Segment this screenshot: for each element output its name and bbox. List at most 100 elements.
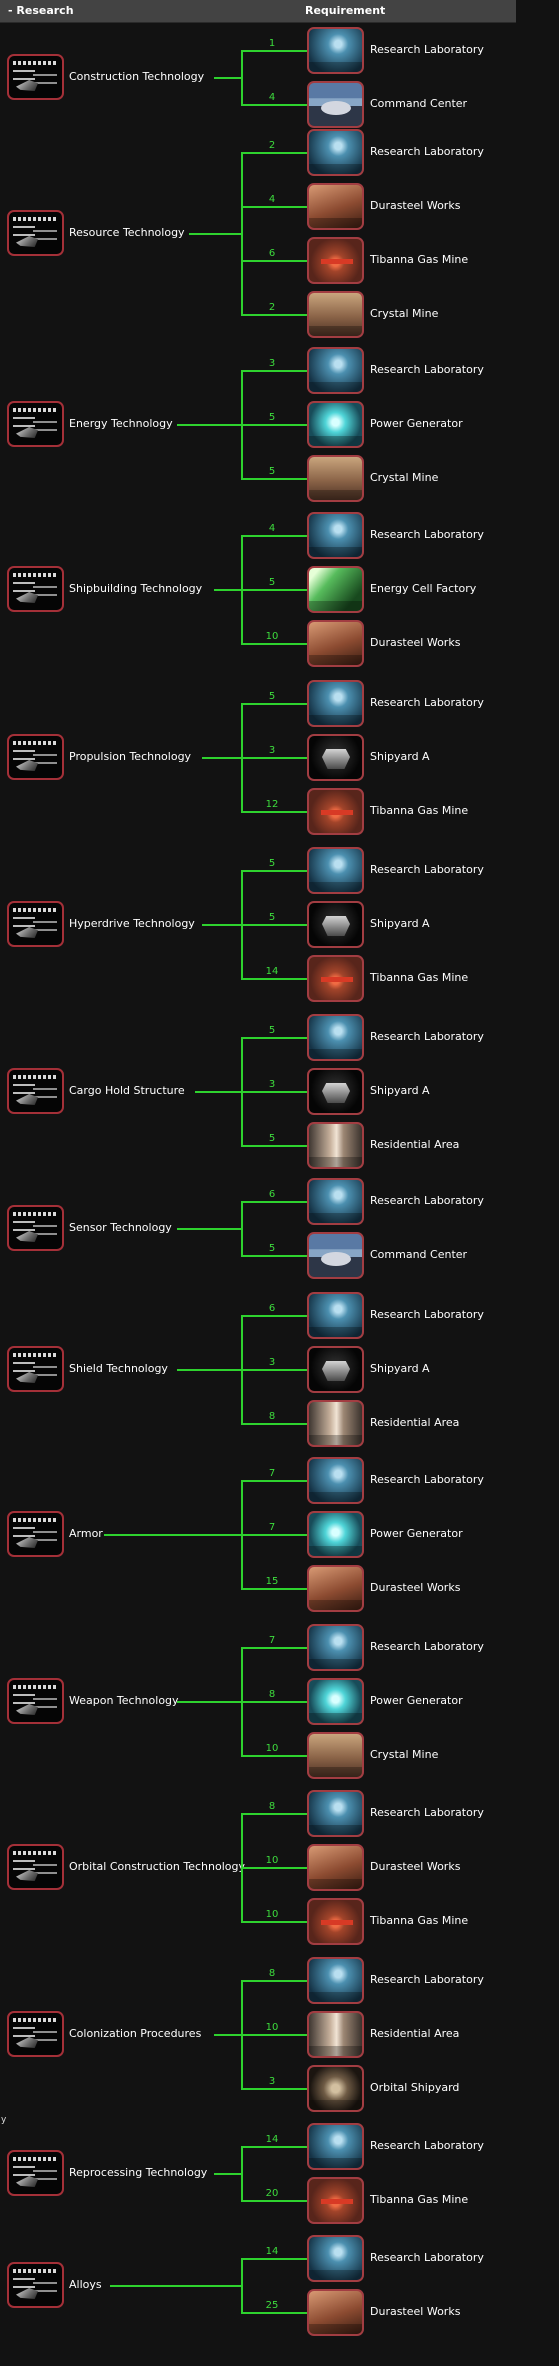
research-laboratory-icon[interactable] xyxy=(307,27,364,74)
tibanna-gas-mine-icon[interactable] xyxy=(307,2177,364,2224)
research-column-header[interactable]: - Research xyxy=(8,4,74,17)
durasteel-works-icon[interactable] xyxy=(307,620,364,667)
power-generator-icon[interactable] xyxy=(307,401,364,448)
durasteel-works-icon[interactable] xyxy=(307,1844,364,1891)
requirement-name[interactable]: Residential Area xyxy=(370,1138,460,1151)
requirement-name[interactable]: Research Laboratory xyxy=(370,528,484,541)
crystal-mine-icon[interactable] xyxy=(307,1732,364,1779)
research-laboratory-icon[interactable] xyxy=(307,1790,364,1837)
requirement-name[interactable]: Command Center xyxy=(370,1248,468,1261)
command-center-icon[interactable] xyxy=(307,1232,364,1279)
tibanna-gas-mine-icon[interactable] xyxy=(307,1898,364,1945)
requirement-name[interactable]: Research Laboratory xyxy=(370,696,484,709)
research-icon[interactable] xyxy=(7,1678,64,1724)
residential-area-icon[interactable] xyxy=(307,2011,364,2058)
research-name[interactable]: Reprocessing Technology xyxy=(69,2166,208,2179)
research-name[interactable]: Cargo Hold Structure xyxy=(69,1084,185,1097)
requirement-name[interactable]: Durasteel Works xyxy=(370,636,461,649)
research-name[interactable]: Resource Technology xyxy=(69,226,185,239)
energy-cell-factory-icon[interactable] xyxy=(307,566,364,613)
research-laboratory-icon[interactable] xyxy=(307,129,364,176)
durasteel-works-icon[interactable] xyxy=(307,1565,364,1612)
research-name[interactable]: Shipbuilding Technology xyxy=(69,582,203,595)
research-laboratory-icon[interactable] xyxy=(307,1957,364,2004)
requirement-name[interactable]: Research Laboratory xyxy=(370,1473,484,1486)
crystal-mine-icon[interactable] xyxy=(307,455,364,502)
research-icon[interactable] xyxy=(7,210,64,256)
research-name[interactable]: Orbital Construction Technology xyxy=(69,1860,245,1873)
requirement-name[interactable]: Shipyard A xyxy=(370,1084,430,1097)
research-name[interactable]: Colonization Procedures xyxy=(69,2027,202,2040)
tibanna-gas-mine-icon[interactable] xyxy=(307,955,364,1002)
residential-area-icon[interactable] xyxy=(307,1400,364,1447)
requirement-name[interactable]: Energy Cell Factory xyxy=(370,582,477,595)
research-icon[interactable] xyxy=(7,566,64,612)
requirement-name[interactable]: Crystal Mine xyxy=(370,1748,439,1761)
residential-area-icon[interactable] xyxy=(307,1122,364,1169)
durasteel-works-icon[interactable] xyxy=(307,2289,364,2336)
research-laboratory-icon[interactable] xyxy=(307,1624,364,1671)
requirement-name[interactable]: Research Laboratory xyxy=(370,863,484,876)
research-laboratory-icon[interactable] xyxy=(307,1178,364,1225)
requirement-name[interactable]: Orbital Shipyard xyxy=(370,2081,460,2094)
requirement-name[interactable]: Power Generator xyxy=(370,417,463,430)
requirement-name[interactable]: Tibanna Gas Mine xyxy=(370,253,469,266)
orbital-shipyard-icon[interactable] xyxy=(307,2065,364,2112)
requirement-name[interactable]: Research Laboratory xyxy=(370,1973,484,1986)
requirement-name[interactable]: Residential Area xyxy=(370,2027,460,2040)
research-laboratory-icon[interactable] xyxy=(307,847,364,894)
command-center-icon[interactable] xyxy=(307,81,364,128)
requirement-name[interactable]: Crystal Mine xyxy=(370,471,439,484)
requirement-name[interactable]: Research Laboratory xyxy=(370,1194,484,1207)
requirement-name[interactable]: Tibanna Gas Mine xyxy=(370,1914,469,1927)
requirement-name[interactable]: Tibanna Gas Mine xyxy=(370,971,469,984)
shipyard-icon[interactable] xyxy=(307,901,364,948)
research-laboratory-icon[interactable] xyxy=(307,512,364,559)
requirement-name[interactable]: Power Generator xyxy=(370,1527,463,1540)
requirement-name[interactable]: Research Laboratory xyxy=(370,2139,484,2152)
research-laboratory-icon[interactable] xyxy=(307,2235,364,2282)
requirement-name[interactable]: Research Laboratory xyxy=(370,1030,484,1043)
crystal-mine-icon[interactable] xyxy=(307,291,364,338)
research-laboratory-icon[interactable] xyxy=(307,347,364,394)
research-name[interactable]: Hyperdrive Technology xyxy=(69,917,195,930)
research-laboratory-icon[interactable] xyxy=(307,2123,364,2170)
research-icon[interactable] xyxy=(7,401,64,447)
tibanna-gas-mine-icon[interactable] xyxy=(307,788,364,835)
research-icon[interactable] xyxy=(7,2262,64,2308)
research-icon[interactable] xyxy=(7,2011,64,2057)
requirement-name[interactable]: Tibanna Gas Mine xyxy=(370,2193,469,2206)
research-icon[interactable] xyxy=(7,1511,64,1557)
research-icon[interactable] xyxy=(7,54,64,100)
shipyard-icon[interactable] xyxy=(307,1346,364,1393)
requirement-name[interactable]: Research Laboratory xyxy=(370,43,484,56)
requirement-name[interactable]: Durasteel Works xyxy=(370,2305,461,2318)
research-icon[interactable] xyxy=(7,1205,64,1251)
requirement-name[interactable]: Shipyard A xyxy=(370,1362,430,1375)
requirement-name[interactable]: Residential Area xyxy=(370,1416,460,1429)
requirement-name[interactable]: Durasteel Works xyxy=(370,1581,461,1594)
requirement-name[interactable]: Durasteel Works xyxy=(370,199,461,212)
requirement-name[interactable]: Crystal Mine xyxy=(370,307,439,320)
research-name[interactable]: Alloys xyxy=(69,2278,102,2291)
research-icon[interactable] xyxy=(7,1068,64,1114)
research-name[interactable]: Shield Technology xyxy=(69,1362,168,1375)
requirement-name[interactable]: Command Center xyxy=(370,97,468,110)
research-icon[interactable] xyxy=(7,2150,64,2196)
requirement-name[interactable]: Shipyard A xyxy=(370,750,430,763)
requirement-name[interactable]: Tibanna Gas Mine xyxy=(370,804,469,817)
research-name[interactable]: Sensor Technology xyxy=(69,1221,172,1234)
research-icon[interactable] xyxy=(7,1346,64,1392)
requirement-name[interactable]: Shipyard A xyxy=(370,917,430,930)
research-laboratory-icon[interactable] xyxy=(307,1457,364,1504)
research-name[interactable]: Construction Technology xyxy=(69,70,205,83)
research-icon[interactable] xyxy=(7,901,64,947)
research-icon[interactable] xyxy=(7,734,64,780)
research-laboratory-icon[interactable] xyxy=(307,1014,364,1061)
research-name[interactable]: Energy Technology xyxy=(69,417,173,430)
shipyard-icon[interactable] xyxy=(307,1068,364,1115)
power-generator-icon[interactable] xyxy=(307,1511,364,1558)
research-laboratory-icon[interactable] xyxy=(307,1292,364,1339)
power-generator-icon[interactable] xyxy=(307,1678,364,1725)
requirement-name[interactable]: Power Generator xyxy=(370,1694,463,1707)
